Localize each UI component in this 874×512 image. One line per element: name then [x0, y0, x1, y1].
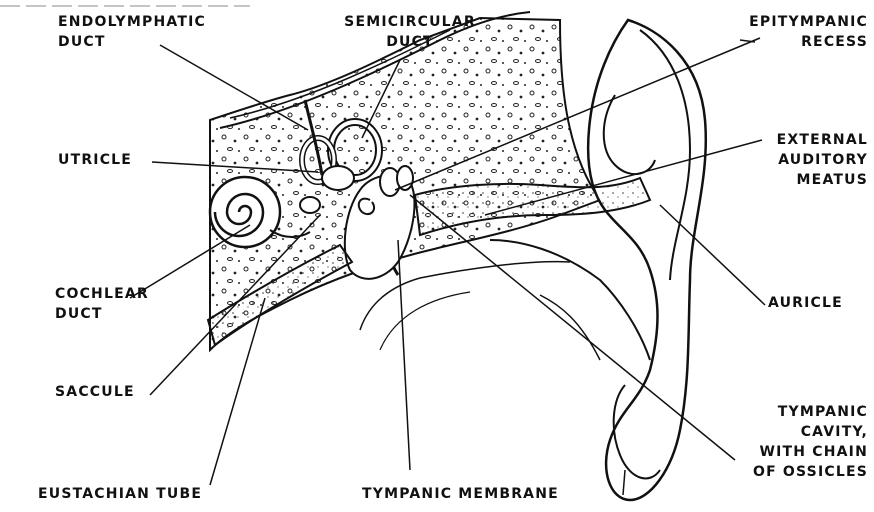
label-external-auditory-meatus: EXTERNAL AUDITORY MEATUS: [700, 130, 868, 190]
label-endolymphatic-duct-line2: DUCT: [58, 32, 206, 52]
utricle-shape: [322, 166, 354, 190]
label-semicircular-duct: SEMICIRCULAR DUCT: [340, 12, 480, 52]
label-cochlear-duct-line2: DUCT: [55, 304, 149, 324]
label-tympanic-cavity-line1: TYMPANIC: [700, 402, 868, 422]
label-tympanic-cavity-line4: OF OSSICLES: [700, 462, 868, 482]
label-external-line3: MEATUS: [700, 170, 868, 190]
label-endolymphatic-duct-line1: ENDOLYMPHATIC: [58, 12, 206, 32]
auricle-shape: [588, 20, 706, 500]
label-endolymphatic-duct: ENDOLYMPHATIC DUCT: [58, 12, 206, 52]
label-auricle: AURICLE: [768, 293, 843, 313]
label-external-line1: EXTERNAL: [700, 130, 868, 150]
label-epitympanic-recess-line1: EPITYMPANIC: [700, 12, 868, 32]
label-epitympanic-recess-line2: RECESS: [700, 32, 868, 52]
label-epitympanic-recess: EPITYMPANIC RECESS: [700, 12, 868, 52]
label-cochlear-duct: COCHLEAR DUCT: [55, 284, 149, 324]
saccule-shape: [300, 197, 320, 213]
label-tympanic-cavity-line2: CAVITY,: [700, 422, 868, 442]
label-cochlear-duct-line1: COCHLEAR: [55, 284, 149, 304]
label-eustachian-tube: EUSTACHIAN TUBE: [38, 484, 202, 504]
label-semicircular-duct-line2: DUCT: [340, 32, 480, 52]
label-tympanic-cavity-line3: WITH CHAIN: [700, 442, 868, 462]
label-saccule: SACCULE: [55, 382, 135, 402]
label-tympanic-cavity: TYMPANIC CAVITY, WITH CHAIN OF OSSICLES: [700, 402, 868, 482]
label-utricle: UTRICLE: [58, 150, 132, 170]
label-semicircular-duct-line1: SEMICIRCULAR: [340, 12, 480, 32]
label-external-line2: AUDITORY: [700, 150, 868, 170]
label-tympanic-membrane: TYMPANIC MEMBRANE: [362, 484, 559, 504]
